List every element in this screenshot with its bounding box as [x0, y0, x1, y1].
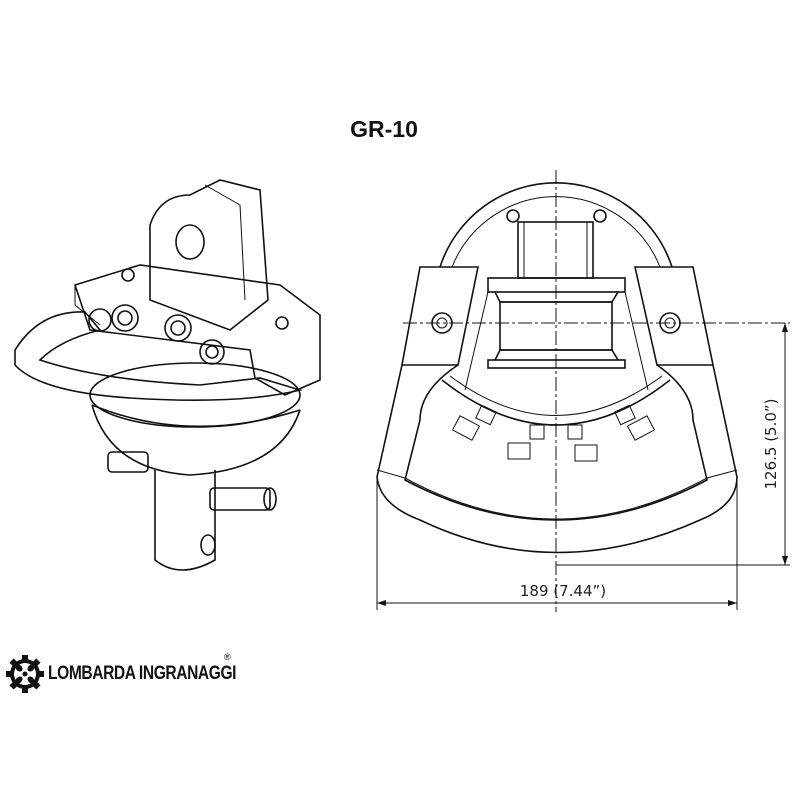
- height-dimension: 126.5 (5.0”): [556, 323, 790, 566]
- front-view: [376, 170, 790, 612]
- brand-logo: LOMBARDA INGRANAGGI ®: [6, 652, 277, 693]
- height-dimension-label: 126.5 (5.0”): [762, 398, 780, 489]
- width-dimension-label: 189 (7.44”): [520, 582, 606, 600]
- gear-teeth: [451, 404, 656, 462]
- registered-mark: ®: [224, 652, 231, 662]
- gear-logo-icon: [6, 655, 44, 693]
- model-title: GR-10: [350, 116, 418, 142]
- brand-name: LOMBARDA INGRANAGGI: [48, 663, 237, 684]
- width-dimension: 189 (7.44”): [376, 477, 738, 610]
- isometric-rotator-view: [14, 179, 321, 571]
